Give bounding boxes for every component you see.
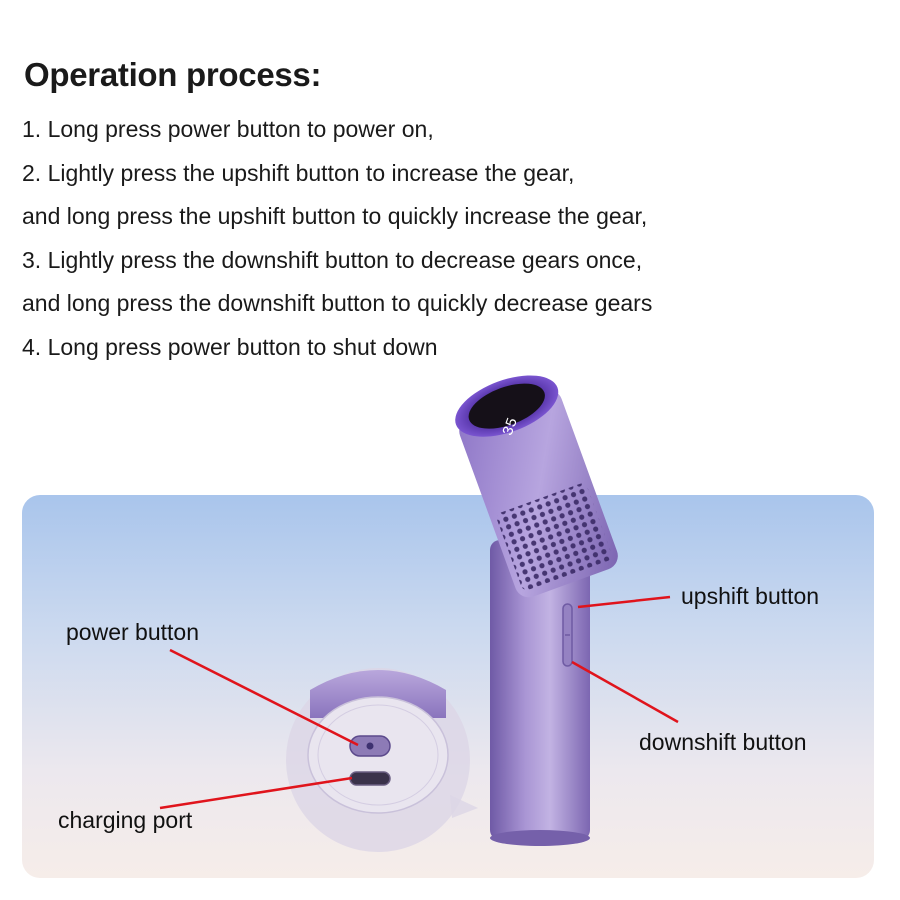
label-downshift-button: downshift button [639,729,807,755]
pointer-lines [159,595,679,810]
device-head [455,375,618,598]
step-line: 3. Lightly press the downshift button to… [22,246,643,273]
pointer-charging [159,776,353,810]
step-line: 4. Long press power button to shut down [22,333,438,360]
pointer-power [169,648,359,747]
pointer-downshift [571,660,679,724]
step-line: 2. Lightly press the upshift button to i… [22,159,575,186]
steps-list: 1. Long press power button to power on, … [22,108,652,370]
label-power-button: power button [66,619,199,645]
step-line: 1. Long press power button to power on, [22,116,434,142]
label-upshift-button: upshift button [681,583,820,609]
label-charging-port: charging port [58,807,193,833]
gear-buttons [562,603,573,667]
pointer-upshift [577,595,671,609]
page-heading: Operation process: [24,56,322,93]
device-bottom-view [286,668,478,852]
charging-port-shape [349,771,391,786]
step-line: and long press the downshift button to q… [22,290,653,317]
step-line: and long press the upshift button to qui… [22,203,648,230]
display-readout: 35 [500,416,522,439]
